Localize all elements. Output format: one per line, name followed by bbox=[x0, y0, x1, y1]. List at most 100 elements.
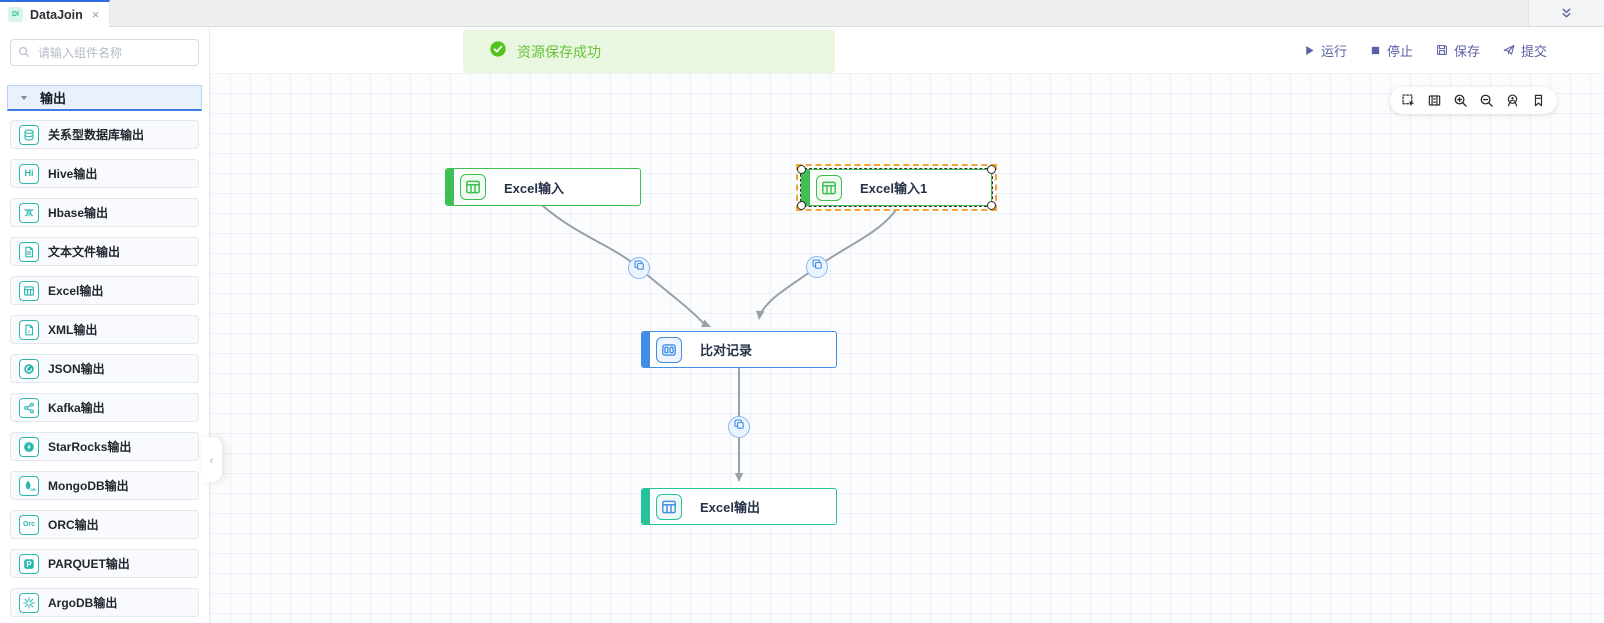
node-label: Excel输入 bbox=[504, 180, 564, 196]
component-item[interactable]: x XML输出 bbox=[10, 315, 199, 344]
resize-handle[interactable] bbox=[987, 201, 996, 210]
component-item[interactable]: StarRocks输出 bbox=[10, 432, 199, 461]
component-item-label: ArgoDB输出 bbox=[48, 596, 118, 610]
component-item[interactable]: 文本文件输出 bbox=[10, 237, 199, 266]
mongodb-icon: DB bbox=[19, 475, 39, 496]
xml-file-icon: x bbox=[19, 319, 39, 340]
caret-down-icon bbox=[19, 93, 29, 103]
component-item[interactable]: 关系型数据库输出 bbox=[10, 120, 199, 149]
submit-button[interactable]: 提交 bbox=[1502, 41, 1547, 60]
svg-text:x: x bbox=[28, 330, 31, 335]
copy-icon bbox=[811, 258, 824, 276]
canvas-toolbar bbox=[1390, 87, 1557, 114]
component-item-label: XML输出 bbox=[48, 323, 98, 337]
node-accent-bar bbox=[642, 332, 650, 367]
node-label: Excel输入1 bbox=[860, 181, 928, 196]
button-label: 提交 bbox=[1520, 43, 1547, 59]
minimap-icon[interactable] bbox=[1427, 93, 1442, 108]
edge-excel-input1-to-compare[interactable] bbox=[759, 209, 897, 316]
save-icon bbox=[1435, 43, 1449, 57]
play-icon bbox=[1303, 44, 1316, 57]
button-label: 保存 bbox=[1453, 43, 1480, 59]
table-grid-icon bbox=[816, 174, 842, 201]
edge-copy-badge[interactable] bbox=[628, 257, 650, 279]
run-toolbar: 运行 停止 保存 提交 bbox=[1303, 27, 1547, 73]
text-file-icon bbox=[19, 241, 39, 262]
sidebar-group-output[interactable]: 输出 bbox=[7, 85, 202, 111]
svg-text:DB: DB bbox=[30, 487, 36, 492]
run-button[interactable]: 运行 bbox=[1303, 41, 1347, 60]
component-item-label: MongoDB输出 bbox=[48, 479, 129, 493]
hbase-icon bbox=[19, 202, 39, 223]
parquet-icon: P bbox=[19, 553, 39, 574]
resize-handle[interactable] bbox=[987, 165, 996, 174]
locate-icon[interactable] bbox=[1505, 93, 1520, 108]
node-excel-input[interactable]: Excel输入 bbox=[445, 168, 641, 206]
component-item-label: Excel输出 bbox=[48, 284, 104, 298]
copy-icon bbox=[733, 418, 746, 436]
sidebar-collapse-handle[interactable]: ‹ bbox=[201, 437, 222, 482]
component-item-label: ORC输出 bbox=[48, 518, 99, 532]
zoom-out-icon[interactable] bbox=[1479, 93, 1494, 108]
toast-success: 资源保存成功 bbox=[463, 30, 835, 73]
component-item[interactable]: Hbase输出 bbox=[10, 198, 199, 227]
arrowhead-icon bbox=[701, 319, 711, 328]
component-item-label: StarRocks输出 bbox=[48, 440, 132, 454]
search-input[interactable] bbox=[10, 39, 199, 66]
component-item[interactable]: Kafka输出 bbox=[10, 393, 199, 422]
component-item-label: 关系型数据库输出 bbox=[48, 128, 145, 142]
table-grid-icon bbox=[656, 493, 682, 520]
edge-copy-badge[interactable] bbox=[728, 416, 750, 438]
component-item[interactable]: DB MongoDB输出 bbox=[10, 471, 199, 500]
stop-icon bbox=[1369, 44, 1382, 57]
resize-handle[interactable] bbox=[797, 165, 806, 174]
tab-bar: DI DataJoin × bbox=[0, 0, 1604, 27]
marquee-select-icon[interactable] bbox=[1401, 93, 1416, 108]
edge-layer bbox=[542, 205, 897, 482]
node-excel-output[interactable]: Excel输出 bbox=[641, 488, 837, 525]
copy-icon bbox=[633, 259, 646, 277]
argodb-icon bbox=[19, 592, 39, 613]
button-label: 停止 bbox=[1386, 43, 1413, 59]
json-icon bbox=[19, 358, 39, 379]
table-icon bbox=[19, 280, 39, 301]
double-chevron-down-icon[interactable] bbox=[1528, 0, 1604, 26]
component-item-label: Kafka输出 bbox=[48, 401, 105, 415]
component-item[interactable]: Excel输出 bbox=[10, 276, 199, 305]
component-item[interactable]: JSON输出 bbox=[10, 354, 199, 383]
search-icon bbox=[17, 45, 31, 64]
node-accent-bar bbox=[642, 489, 650, 524]
resize-handle[interactable] bbox=[797, 201, 806, 210]
edge-copy-badge[interactable] bbox=[806, 256, 828, 278]
close-icon[interactable]: × bbox=[91, 7, 100, 22]
component-item[interactable]: ArgoDB输出 bbox=[10, 588, 199, 617]
component-item-label: JSON输出 bbox=[48, 362, 105, 376]
edge-excel-input-to-compare[interactable] bbox=[542, 205, 706, 326]
arrowhead-icon bbox=[734, 473, 744, 482]
node-compare-records[interactable]: 比对记录 bbox=[641, 331, 837, 368]
tab-label: DataJoin bbox=[30, 7, 83, 22]
button-label: 运行 bbox=[1320, 43, 1347, 59]
tab-datajoin[interactable]: DI DataJoin × bbox=[0, 0, 110, 27]
node-label: 比对记录 bbox=[700, 343, 753, 358]
check-circle-icon bbox=[489, 40, 507, 63]
hive-icon: Hi bbox=[19, 163, 39, 184]
node-accent-bar bbox=[802, 170, 810, 205]
flow-canvas[interactable]: Excel输入 Excel输入1 比对记录 Excel输出 bbox=[210, 73, 1604, 623]
node-excel-input-1[interactable]: Excel输入1 bbox=[796, 164, 997, 211]
sidebar-group-label: 输出 bbox=[40, 91, 67, 106]
stop-button[interactable]: 停止 bbox=[1369, 41, 1413, 60]
arrowhead-icon bbox=[755, 310, 765, 320]
save-button[interactable]: 保存 bbox=[1435, 41, 1480, 60]
node-label: Excel输出 bbox=[700, 500, 760, 515]
bookmark-icon[interactable] bbox=[1531, 93, 1546, 108]
join-icon bbox=[656, 336, 682, 363]
starrocks-icon bbox=[19, 436, 39, 457]
kafka-icon bbox=[19, 397, 39, 418]
zoom-in-icon[interactable] bbox=[1453, 93, 1468, 108]
